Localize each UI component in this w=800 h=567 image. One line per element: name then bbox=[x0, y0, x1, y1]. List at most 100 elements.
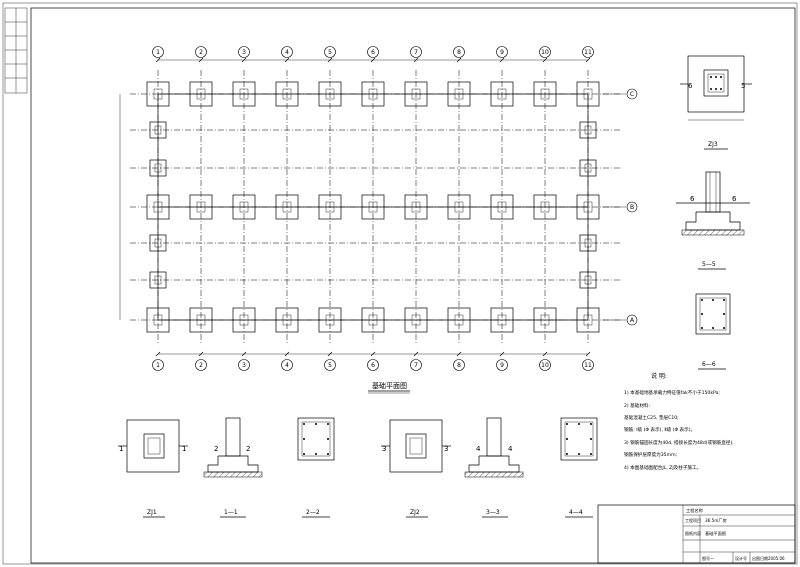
grid-bubble bbox=[367, 359, 379, 371]
grid-bubble bbox=[281, 46, 293, 58]
footing-zj1 bbox=[146, 307, 170, 333]
grid-label: 7 bbox=[414, 362, 418, 369]
dimension-tick bbox=[413, 351, 419, 357]
grid-bubble bbox=[367, 46, 379, 58]
footing-zj1 bbox=[404, 81, 428, 107]
dimension-tick bbox=[585, 351, 591, 357]
mark-3-right: 3 bbox=[444, 445, 448, 453]
detail-section-2-2: 2—2 bbox=[297, 417, 335, 518]
grid-label: 6 bbox=[371, 49, 375, 56]
dimension-tick bbox=[198, 57, 204, 63]
dimension-tick bbox=[370, 351, 376, 357]
detail-section-6-6: 6—6 bbox=[695, 293, 731, 370]
dimension-tick bbox=[284, 57, 290, 63]
column-pedestal bbox=[239, 314, 249, 326]
grid-bubble bbox=[539, 46, 551, 58]
mark-2-right: 2 bbox=[246, 445, 250, 453]
binding-strip bbox=[4, 7, 28, 94]
column-pedestal bbox=[154, 275, 162, 285]
title-block-project: 工程名称 bbox=[686, 507, 703, 514]
column-pedestal bbox=[497, 201, 507, 213]
footing-zj1 bbox=[404, 307, 428, 333]
column-pedestal bbox=[583, 88, 593, 100]
grid-label: 2 bbox=[199, 362, 203, 369]
footing-zj1 bbox=[275, 307, 299, 333]
footing-zj2 bbox=[579, 271, 597, 289]
detail-section-5-5: 6 6 5—5 bbox=[676, 171, 750, 270]
grid-label: 10 bbox=[541, 49, 549, 56]
column-pedestal bbox=[454, 201, 464, 213]
grid-label: 3 bbox=[242, 49, 246, 56]
footing-zj2 bbox=[579, 121, 597, 139]
column-pedestal bbox=[196, 88, 206, 100]
grid-label: 5 bbox=[328, 49, 332, 56]
footing-zj1 bbox=[533, 81, 557, 107]
detail-section-1-1: 2 2 1—1 bbox=[203, 417, 263, 518]
grid-label: 3 bbox=[242, 362, 246, 369]
column-pedestal bbox=[454, 314, 464, 326]
detail-title-3-3: 3—3 bbox=[486, 509, 500, 516]
mark-4-right: 4 bbox=[508, 445, 513, 453]
detail-section-3-3: 4 4 3—3 bbox=[464, 417, 524, 518]
grid-bubble bbox=[195, 46, 207, 58]
grid-bubble bbox=[539, 359, 551, 371]
column-pedestal bbox=[154, 125, 162, 135]
note-line-2: 2) 基础材料: bbox=[624, 402, 651, 409]
footing-zj1 bbox=[447, 81, 471, 107]
detail-title-5-5: 5—5 bbox=[702, 261, 716, 268]
footing-zj1 bbox=[318, 307, 342, 333]
column-pedestal bbox=[282, 88, 292, 100]
detail-zj2: 3 3 ZJ2 bbox=[381, 419, 451, 518]
footing-zj2 bbox=[149, 159, 167, 177]
mark-3-left: 3 bbox=[382, 445, 386, 453]
grid-bubble bbox=[496, 46, 508, 58]
column-pedestal bbox=[196, 201, 206, 213]
column-pedestal bbox=[584, 238, 592, 248]
detail-title-zj1: ZJ1 bbox=[147, 509, 157, 516]
footing-zj1 bbox=[490, 194, 514, 220]
footing-zj2 bbox=[149, 234, 167, 252]
mark-6-left: 6 bbox=[690, 195, 695, 203]
mark-4-left: 4 bbox=[476, 445, 481, 453]
column-pedestal bbox=[239, 88, 249, 100]
grid-bubble bbox=[238, 46, 250, 58]
dimension-tick bbox=[155, 351, 161, 357]
dimension-tick bbox=[155, 57, 161, 63]
footing-zj1 bbox=[232, 307, 256, 333]
column-pedestal bbox=[584, 163, 592, 173]
detail-title-6-6: 6—6 bbox=[702, 361, 716, 368]
column-pedestal bbox=[540, 201, 550, 213]
column-pedestal bbox=[583, 201, 593, 213]
note-line-6: 钢筋保护层厚度为35mm; bbox=[624, 451, 678, 458]
footing-zj1 bbox=[447, 307, 471, 333]
footing-zj1 bbox=[189, 194, 213, 220]
grid-bubble bbox=[582, 359, 594, 371]
footing-zj1 bbox=[447, 194, 471, 220]
footing-zj1 bbox=[576, 194, 600, 220]
dimension-tick bbox=[456, 351, 462, 357]
dimension-tick bbox=[542, 351, 548, 357]
grid-label: 9 bbox=[500, 49, 504, 56]
title-block-item-label: 工程项目 bbox=[685, 517, 701, 523]
inner-border bbox=[30, 7, 796, 564]
detail-title-1-1: 1—1 bbox=[224, 509, 238, 516]
grid-label: 2 bbox=[199, 49, 203, 56]
column-pedestal bbox=[584, 275, 592, 285]
dimension-tick bbox=[585, 57, 591, 63]
column-pedestal bbox=[454, 88, 464, 100]
mark-1-left: 1 bbox=[119, 445, 123, 453]
footing-zj1 bbox=[361, 307, 385, 333]
dimension-tick bbox=[327, 351, 333, 357]
footing-zj1 bbox=[318, 194, 342, 220]
detail-section-4-4: 4—4 bbox=[560, 417, 598, 518]
column-pedestal bbox=[239, 201, 249, 213]
column-pedestal bbox=[153, 201, 163, 213]
grid-bubble bbox=[626, 88, 638, 100]
column-pedestal bbox=[153, 88, 163, 100]
note-line-3: 基础混凝土C25, 垫层C10; bbox=[624, 414, 679, 421]
mark-2-left: 2 bbox=[214, 445, 218, 453]
footing-zj1 bbox=[275, 81, 299, 107]
column-pedestal bbox=[154, 238, 162, 248]
column-pedestal bbox=[497, 88, 507, 100]
